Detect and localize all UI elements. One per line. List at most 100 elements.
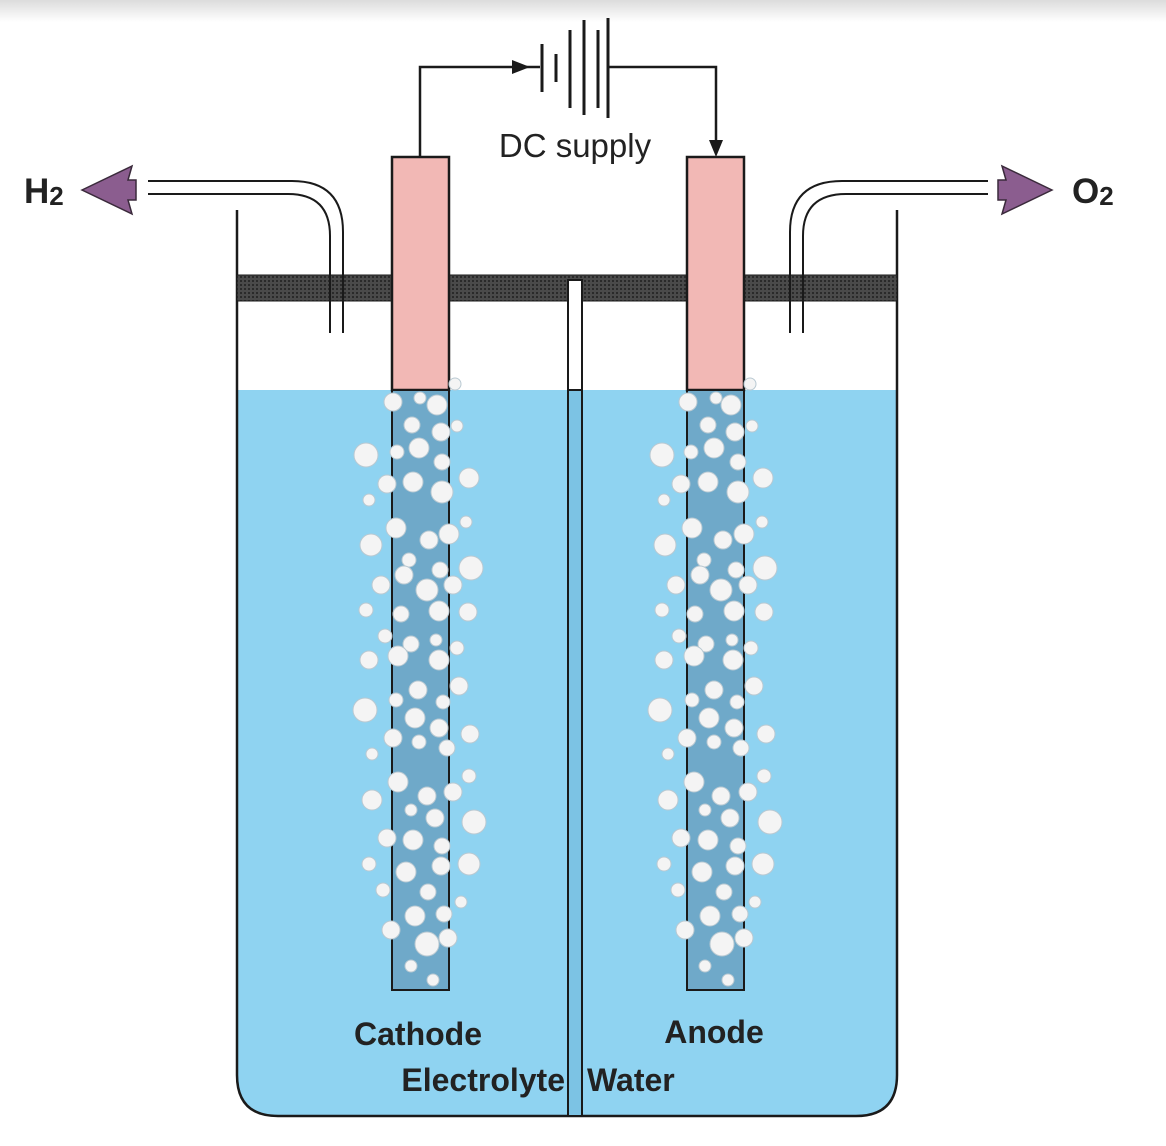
- gas-bubble: [671, 628, 687, 644]
- gas-bubble: [715, 883, 733, 901]
- gas-bubble: [430, 480, 454, 504]
- gas-bubble: [725, 856, 745, 876]
- gas-bubble: [389, 444, 405, 460]
- gas-bubble: [377, 474, 397, 494]
- gas-bubble: [729, 837, 747, 855]
- gas-bubble: [691, 861, 713, 883]
- gas-bubble: [729, 694, 745, 710]
- gas-bubble: [754, 602, 774, 622]
- gas-bubble: [352, 697, 378, 723]
- gas-bubble: [361, 856, 377, 872]
- gas-bubble: [698, 803, 712, 817]
- gas-bubble: [448, 377, 462, 391]
- o2-outlet-pipe: [789, 180, 988, 333]
- gas-bubble: [433, 453, 451, 471]
- gas-bubble: [359, 650, 379, 670]
- gas-bubble: [654, 602, 670, 618]
- gas-bubble: [734, 928, 754, 948]
- gas-bubble: [733, 523, 755, 545]
- gas-bubble: [404, 959, 418, 973]
- gas-bubble: [428, 649, 450, 671]
- gas-bubble: [738, 782, 758, 802]
- gas-bubble: [671, 828, 691, 848]
- gas-bubble: [727, 561, 745, 579]
- gas-bubble: [458, 602, 478, 622]
- gas-bubble: [755, 515, 769, 529]
- gas-bubble: [387, 645, 409, 667]
- gas-bubble: [743, 640, 759, 656]
- gas-bubble: [385, 517, 407, 539]
- gas-bubble: [696, 552, 712, 568]
- gas-bubble: [403, 416, 421, 434]
- gas-bubble: [404, 803, 418, 817]
- gas-bubble: [666, 575, 686, 595]
- gas-bubble: [756, 724, 776, 744]
- gas-bubble: [709, 578, 733, 602]
- gas-bubble: [726, 480, 750, 504]
- anode-gas-bubbles: [647, 377, 783, 987]
- gas-bubble: [365, 747, 379, 761]
- gas-bubble: [401, 552, 417, 568]
- battery-icon: [540, 18, 610, 118]
- gas-bubble: [426, 394, 448, 416]
- gas-bubble: [415, 578, 439, 602]
- gas-bubble: [387, 771, 409, 793]
- gas-bubble: [419, 530, 439, 550]
- gas-bubble: [461, 768, 477, 784]
- gas-bubble: [725, 633, 739, 647]
- gas-bubble: [450, 419, 464, 433]
- h2-outlet-pipe: [148, 180, 344, 333]
- current-arrow-icon: [512, 60, 530, 74]
- gas-bubble: [359, 533, 383, 557]
- gas-bubble: [698, 707, 720, 729]
- gas-bubble: [671, 474, 691, 494]
- gas-bubble: [394, 565, 414, 585]
- gas-bubble: [684, 692, 700, 708]
- water-label: Water: [587, 1062, 675, 1098]
- dc-supply-label: DC supply: [499, 127, 652, 164]
- gas-bubble: [752, 467, 774, 489]
- gas-bubble: [699, 905, 721, 927]
- gas-bubble: [697, 635, 715, 653]
- gas-bubble: [428, 600, 450, 622]
- gas-bubble: [675, 920, 695, 940]
- gas-bubble: [686, 605, 704, 623]
- gas-bubble: [383, 728, 403, 748]
- gas-bubble: [381, 920, 401, 940]
- gas-bubble: [757, 809, 783, 835]
- gas-bubble: [731, 905, 749, 923]
- gas-bubble: [435, 694, 451, 710]
- gas-bubble: [408, 437, 430, 459]
- gas-bubble: [678, 392, 698, 412]
- gas-bubble: [438, 928, 458, 948]
- gas-bubble: [729, 453, 747, 471]
- gas-bubble: [698, 959, 712, 973]
- gas-bubble: [402, 471, 424, 493]
- gas-bubble: [661, 747, 675, 761]
- gas-bubble: [395, 861, 417, 883]
- gas-bubble: [429, 718, 449, 738]
- gas-bubble: [657, 493, 671, 507]
- gas-bubble: [408, 680, 428, 700]
- gas-bubble: [458, 467, 480, 489]
- gas-bubble: [709, 931, 735, 957]
- gas-bubble: [457, 852, 481, 876]
- gas-bubble: [681, 517, 703, 539]
- gas-bubble: [720, 808, 740, 828]
- gas-bubble: [404, 707, 426, 729]
- gas-bubble: [431, 422, 451, 442]
- gas-bubble: [383, 392, 403, 412]
- gas-bubble: [458, 555, 484, 581]
- gas-bubble: [414, 931, 440, 957]
- gas-bubble: [738, 575, 758, 595]
- gas-bubble: [745, 419, 759, 433]
- gas-bubble: [723, 600, 745, 622]
- gas-bubble: [353, 442, 379, 468]
- gas-bubble: [429, 633, 443, 647]
- gas-bubble: [721, 973, 735, 987]
- gas-bubble: [752, 555, 778, 581]
- anode-label: Anode: [664, 1014, 764, 1050]
- circuit-wire: [418, 65, 718, 157]
- gas-bubble: [388, 692, 404, 708]
